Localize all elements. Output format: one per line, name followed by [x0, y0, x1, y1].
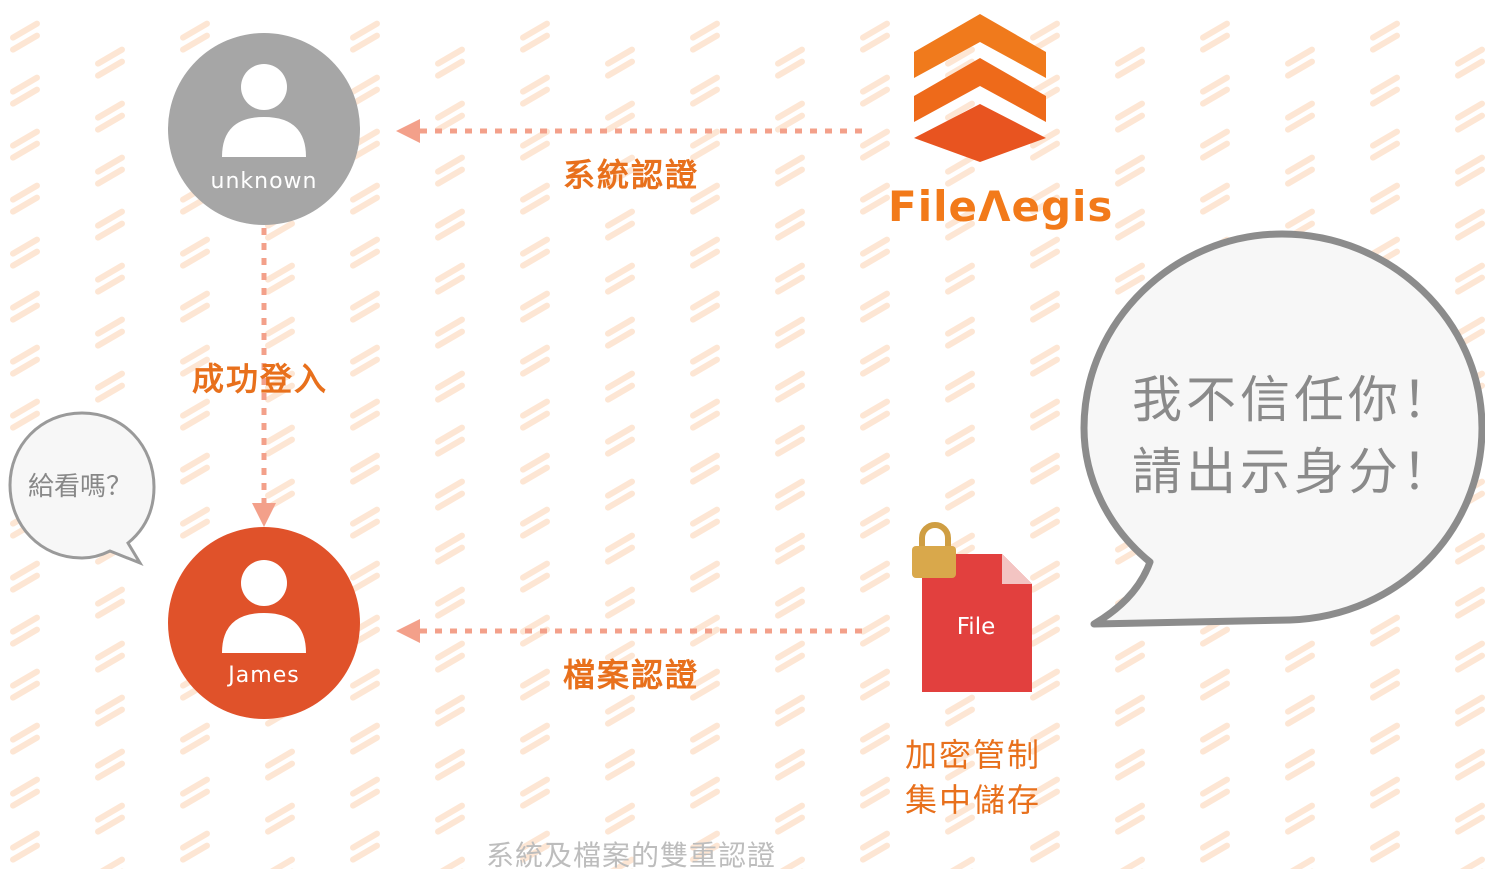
file-auth-arrowhead — [396, 619, 420, 643]
question-speech-bubble — [8, 411, 156, 567]
login-success-label: 成功登入 — [192, 360, 329, 398]
locked-file-icon — [912, 522, 1032, 692]
brand-name: FileΛegis — [888, 182, 1114, 231]
system-auth-label: 系統認證 — [563, 156, 700, 194]
james-avatar: James — [168, 527, 360, 719]
file-label: File — [956, 614, 996, 640]
system-auth-arrowhead — [396, 119, 420, 143]
login-arrowhead — [252, 503, 276, 527]
unknown-user-avatar: unknown — [168, 33, 360, 225]
speech-line-1: 我不信任你！ — [1132, 371, 1456, 429]
file-caption-line-1: 加密管制 — [905, 736, 1042, 774]
file-auth-label: 檔案認證 — [563, 656, 700, 694]
user-icon — [222, 64, 306, 157]
diagram-caption: 系統及檔案的雙重認證 — [486, 839, 777, 872]
speech-line-2: 請出示身分！ — [1132, 443, 1456, 501]
lock-icon — [919, 522, 951, 546]
question-text: 給看嗎？ — [28, 472, 133, 502]
james-name: James — [228, 663, 300, 688]
fileaegis-logo — [914, 14, 1046, 162]
file-caption-line-2: 集中儲存 — [905, 781, 1042, 819]
user-icon — [222, 560, 306, 653]
unknown-user-name: unknown — [210, 169, 318, 194]
